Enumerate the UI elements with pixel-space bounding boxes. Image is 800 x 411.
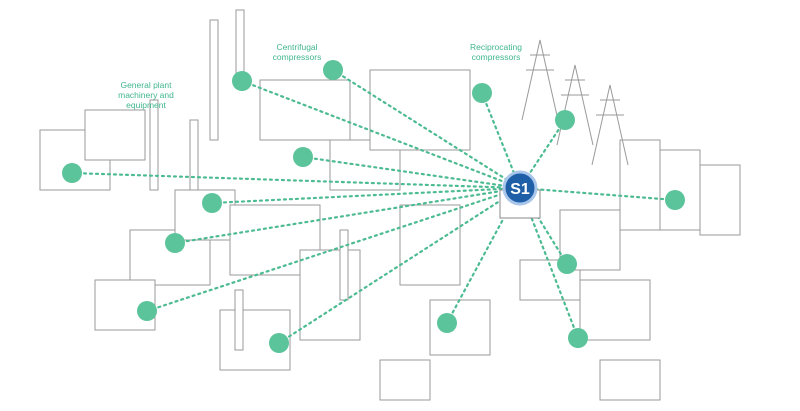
building-outline: [259, 79, 351, 141]
sensor-node: [568, 328, 588, 348]
label-general-plant-machinery: General plant machinery and equipment: [118, 80, 174, 110]
connection-line: [240, 79, 522, 190]
building-outline: [559, 209, 621, 271]
connection-line: [70, 171, 522, 190]
hub-circle: [502, 170, 538, 206]
sensor-node: [437, 313, 457, 333]
sensor-node: [555, 110, 575, 130]
building-outline: [619, 139, 661, 231]
connection-line: [277, 186, 522, 345]
power-tower-outline: [591, 84, 629, 166]
chimney-outline: [339, 229, 349, 301]
label-reciprocating-compressors: Reciprocating compressors: [470, 42, 522, 62]
power-tower-outline: [556, 64, 594, 146]
chimney-outline: [209, 19, 219, 141]
sensor-node: [165, 233, 185, 253]
connection-lines: [70, 68, 677, 345]
sensor-nodes: [62, 60, 685, 353]
sensor-node: [137, 301, 157, 321]
building-outline: [579, 279, 651, 341]
connection-line: [518, 186, 677, 202]
hub-s1: S1: [499, 170, 541, 219]
building-outline: [299, 249, 361, 341]
chimney-outline: [234, 289, 244, 351]
connection-line: [301, 155, 522, 190]
building-outline: [699, 164, 741, 236]
chimney-outline: [189, 119, 199, 191]
power-tower-outline: [521, 39, 559, 121]
sensor-node: [665, 190, 685, 210]
building-outline: [429, 299, 491, 356]
buildings: [39, 9, 741, 401]
label-centrifugal-compressors: Centrifugal compressors: [272, 42, 322, 62]
building-outline: [379, 359, 431, 401]
connection-line: [210, 186, 522, 205]
hub-label: S1: [510, 181, 530, 198]
sensor-node: [232, 71, 252, 91]
building-outline: [659, 149, 701, 231]
building-outline: [84, 109, 146, 161]
sensor-node: [323, 60, 343, 80]
chimney-outline: [149, 99, 159, 191]
sensor-node: [293, 147, 313, 167]
sensor-node: [62, 163, 82, 183]
connection-line: [173, 186, 522, 245]
building-outline: [369, 69, 471, 151]
sensor-node: [202, 193, 222, 213]
connection-line: [331, 68, 522, 190]
building-outline: [599, 359, 661, 401]
sensor-node: [472, 83, 492, 103]
sensor-node: [269, 333, 289, 353]
chimney-outline: [235, 9, 245, 81]
sensor-node: [557, 254, 577, 274]
building-outline: [399, 204, 461, 286]
connection-line: [145, 186, 522, 313]
